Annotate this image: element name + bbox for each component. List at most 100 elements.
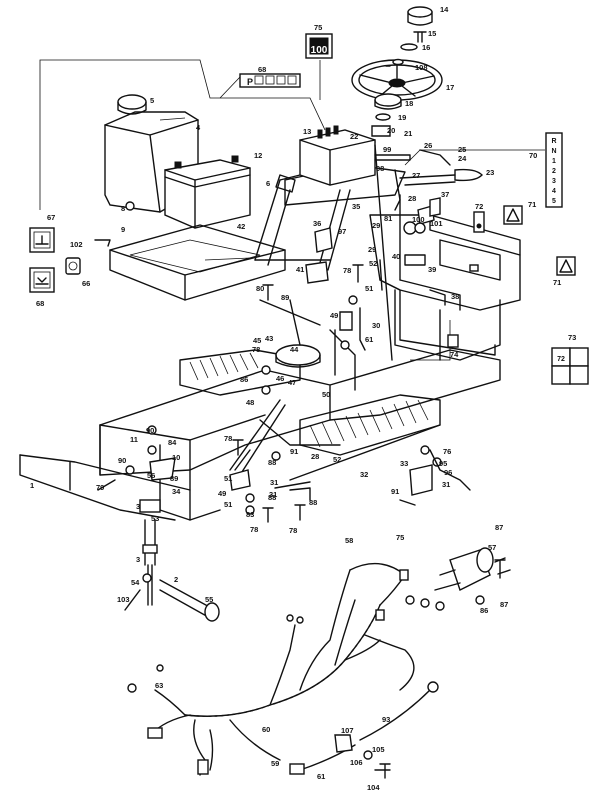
callout-64: 63 [155, 681, 163, 690]
callouts: 14 15 16 108 17 18 19 20 75 68 5 4 12 13… [30, 5, 576, 792]
callout-53: 53 [151, 514, 159, 523]
steering-shaft [374, 144, 393, 361]
callout-29b: 29 [368, 245, 376, 254]
switch-plug-icon [405, 547, 511, 611]
callout-105: 106 [350, 758, 363, 767]
callout-8: 8 [121, 204, 125, 213]
callout-28: 28 [408, 194, 416, 203]
decal-69-5: 5 [552, 198, 556, 205]
callout-96: 97 [338, 227, 346, 236]
callout-54: 54 [131, 578, 140, 587]
callout-45: 45 [253, 336, 261, 345]
callout-48: 48 [246, 398, 254, 407]
callout-70: 71 [528, 200, 536, 209]
callout-86b: 86 [480, 606, 488, 615]
callout-104: 105 [372, 745, 385, 754]
callout-41: 41 [296, 265, 304, 274]
callout-17: 17 [446, 83, 454, 92]
callout-43: 43 [265, 334, 273, 343]
decal-68-text: P [247, 77, 253, 87]
callout-14: 14 [440, 5, 449, 14]
callout-83: 83 [246, 510, 254, 519]
callout-67: 68 [36, 299, 44, 308]
callout-75: 75 [396, 533, 404, 542]
callout-77b: 78 [224, 434, 232, 443]
callout-16: 16 [422, 43, 430, 52]
decal-69-2: 2 [552, 168, 556, 175]
callout-100: 101 [430, 219, 443, 228]
callout-63: 61 [317, 772, 325, 781]
callout-36: 36 [313, 219, 321, 228]
callout-49b: 49 [218, 489, 226, 498]
callout-78: 78 [252, 345, 260, 354]
decal-74: 100 [305, 33, 333, 59]
callout-102: 103 [117, 595, 130, 604]
callout-101: 102 [70, 240, 83, 249]
callout-30: 30 [372, 321, 380, 330]
callout-51: 51 [365, 284, 373, 293]
shaft-32 [274, 424, 441, 489]
callout-23: 23 [486, 168, 494, 177]
callout-73: 74 [450, 350, 459, 359]
callout-57: 57 [488, 543, 496, 552]
callout-12: 12 [254, 151, 262, 160]
lift-lever [394, 149, 483, 281]
callout-68: 68 [258, 65, 266, 74]
callout-5: 5 [150, 96, 154, 105]
callout-95: 96 [444, 468, 452, 477]
callout-52: 52 [369, 259, 377, 268]
callout-34: 34 [172, 487, 181, 496]
callout-78c: 78 [289, 526, 297, 535]
callout-9: 9 [121, 225, 125, 234]
callout-47: 47 [288, 378, 296, 387]
callout-69: 70 [529, 151, 537, 160]
dash-frame [254, 125, 411, 271]
callout-35: 35 [352, 202, 360, 211]
callout-51c: 51 [224, 500, 232, 509]
callout-15: 15 [428, 29, 436, 38]
decal-72: 72 [551, 347, 589, 385]
callout-33: 33 [400, 459, 408, 468]
callout-103: 104 [367, 783, 380, 792]
decal-69-4: 4 [552, 188, 556, 195]
callout-13: 13 [303, 127, 311, 136]
callout-98: 99 [383, 145, 391, 154]
decal-69-1: 1 [552, 158, 556, 165]
decal-69-3: 3 [552, 178, 556, 185]
callout-51b: 51 [224, 474, 232, 483]
hourglass-icon [447, 334, 459, 348]
callout-78b: 78 [250, 525, 258, 534]
callout-49: 49 [330, 311, 338, 320]
front-axle [124, 499, 220, 622]
battery-tray [109, 224, 286, 301]
callout-44: 44 [290, 345, 299, 354]
callout-94: 95 [439, 459, 447, 468]
callout-107: 108 [415, 63, 428, 72]
callout-1: 1 [30, 481, 34, 490]
callout-76: 76 [443, 447, 451, 456]
warning-triangle-icon [503, 205, 523, 225]
callout-90: 90 [146, 426, 154, 435]
decal-66 [29, 227, 55, 253]
callout-84: 84 [168, 438, 177, 447]
callout-52b: 52 [333, 455, 341, 464]
callout-90b: 90 [118, 456, 126, 465]
callout-6: 6 [266, 179, 270, 188]
callout-31c: 31 [269, 490, 277, 499]
callout-99: 100 [412, 215, 425, 224]
callout-21: 21 [404, 129, 412, 138]
callout-74: 75 [314, 23, 322, 32]
callout-40: 40 [392, 252, 400, 261]
decal-71 [473, 211, 485, 233]
wire-93 [289, 681, 439, 775]
footplate-left [179, 349, 301, 396]
callout-106: 107 [341, 726, 354, 735]
horn-icon [65, 257, 81, 275]
callout-39: 39 [428, 265, 436, 274]
callout-93: 93 [382, 715, 390, 724]
callout-56: 56 [147, 471, 155, 480]
decal-69-n: N [551, 148, 556, 155]
callout-37: 37 [441, 190, 449, 199]
